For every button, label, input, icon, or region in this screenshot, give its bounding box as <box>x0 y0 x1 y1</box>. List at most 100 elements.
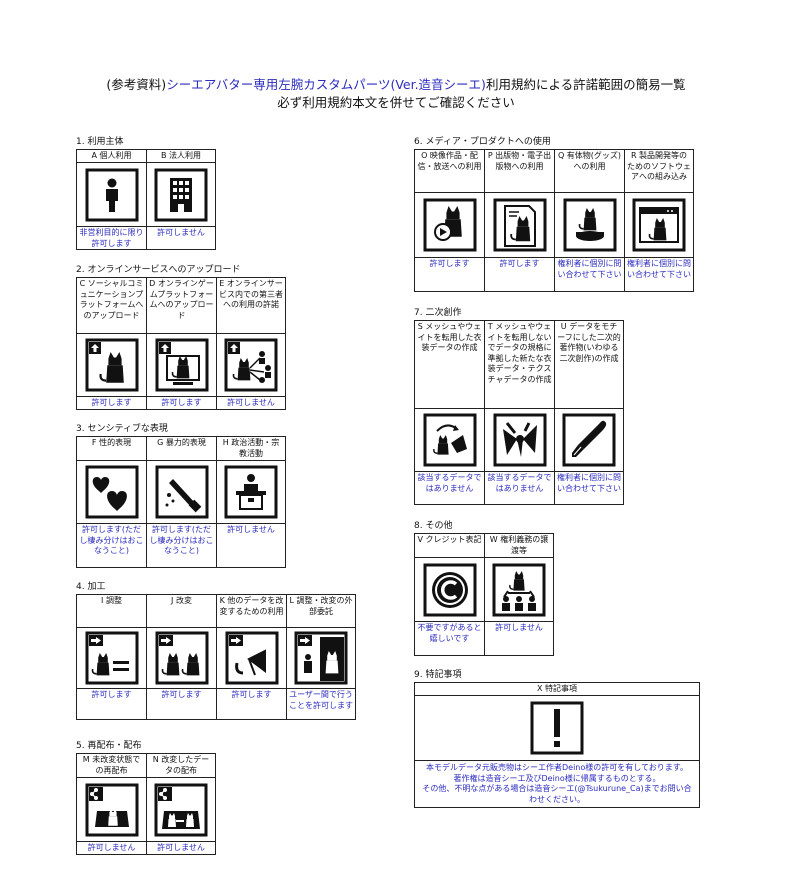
cell-new-outfit: T メッシュやウェイトを転用しないでデータの規格に準拠した新たな衣装データ・テク… <box>484 320 554 505</box>
cell-status: 許可します <box>161 398 202 407</box>
cell-game-upload: D オンラインゲームプラットフォームへのアップロード 許可します <box>146 277 216 410</box>
cell-header: Q 有体物(グッズ)への利用 <box>555 150 624 193</box>
redistribute-icon <box>77 778 146 842</box>
cell-status: 該当するデータではありません <box>417 473 482 493</box>
title-suffix: 利用規約による許諾範囲の簡易一覧 <box>485 77 686 92</box>
section-processing: 4. 加工 I 調整 許可します J 改変 許可します K 他のデータを改変する… <box>76 582 356 720</box>
podium-icon <box>217 461 285 524</box>
publication-icon <box>485 193 554 258</box>
cell-violent: G 暴力的表現 許可します(ただし棲み分けはおこなうこと) <box>146 436 216 568</box>
cell-distribute-modified: N 改変したデータの配布 許可しません <box>146 753 216 855</box>
cell-header: V クレジット表記 <box>415 534 484 558</box>
cell-status: 許可しません <box>227 398 275 407</box>
section-title: 2. オンラインサービスへのアップロード <box>76 265 241 275</box>
upload-monitor-icon <box>147 334 216 397</box>
section-title: 8. その他 <box>414 521 453 531</box>
section-special-notes: 9. 特記事項 X 特記事項 本モデルデータ元販売物はシーエ作者Deino様の許… <box>414 670 700 808</box>
cell-transfer: W 権利義務の譲渡等 許可しません <box>484 533 554 656</box>
adjust-icon <box>77 628 146 689</box>
cell-header: E オンラインサービス内での第三者への利用の許諾 <box>217 278 285 334</box>
section-title: 9. 特記事項 <box>414 670 462 680</box>
cell-header: O 映像作品・配信・放送への利用 <box>415 150 484 193</box>
cell-video: O 映像作品・配信・放送への利用 許可します <box>414 149 484 292</box>
cell-sexual: F 性的表現 許可します(ただし棲み分けはおこなうこと) <box>76 436 146 568</box>
title-product: シーエアバター専用左腕カスタムパーツ(Ver.造音シーエ) <box>166 77 486 92</box>
cell-header: F 性的表現 <box>77 437 146 461</box>
page-subtitle: 必ず利用規約本文を併せてご確認ください <box>0 94 792 112</box>
cell-header: A 個人利用 <box>77 150 146 163</box>
modify-icon <box>147 628 216 689</box>
section-usage-subject: 1. 利用主体 A 個人利用 非営利目的に限り許可します B 法人利用 許可しま… <box>76 137 216 250</box>
note-line: その他、不明な点がある場合は造音シーエ(@Tsukurune_Ca)までお問い合… <box>422 784 692 804</box>
cell-header: N 改変したデータの配布 <box>147 754 215 778</box>
note-line: 著作権は造音シーエ及びDeino様に帰属するものとする。 <box>453 773 661 783</box>
section-title: 6. メディア・プロダクトへの使用 <box>414 137 551 147</box>
cell-outsource: L 調整・改変の外部委託 ユーザー間で行うことを許可します <box>286 594 356 720</box>
cell-status: 許可します(ただし棲み分けはおこなうこと) <box>149 525 214 555</box>
section-title: 3. センシティブな表現 <box>76 424 168 434</box>
cell-software: R 製品開発等のためのソフトウェアへの組み込み 権利者に個別に問い合わせて下さい <box>624 149 694 292</box>
section-other: 8. その他 V クレジット表記 不要ですがあると嬉しいです W 権利義務の譲渡… <box>414 521 554 656</box>
note-line: 本モデルデータ元販売物はシーエ作者Deino様の許可を有しております。 <box>426 763 688 772</box>
cell-status: 非営利目的に限り許可します <box>79 228 144 248</box>
cell-header: J 改変 <box>147 595 216 628</box>
cell-status: ユーザー間で行うことを許可します <box>289 690 353 710</box>
cell-credit: V クレジット表記 不要ですがあると嬉しいです <box>414 533 484 656</box>
cell-third-party-license: E オンラインサービス内での第三者への利用の許諾 許可しません <box>216 277 286 410</box>
outsource-icon <box>287 628 355 689</box>
subtitle-text: 必ず利用規約本文を併せてご確認ください <box>277 95 515 110</box>
section-media-product: 6. メディア・プロダクトへの使用 O 映像作品・配信・放送への利用 許可します… <box>414 137 694 292</box>
cell-header: R 製品開発等のためのソフトウェアへの組み込み <box>625 150 693 193</box>
title-prefix: (参考資料) <box>106 77 167 92</box>
cell-status: 許可しません <box>157 843 205 852</box>
cell-status: 許可します <box>161 690 202 699</box>
cell-header: H 政治活動・宗教活動 <box>217 437 285 461</box>
cell-personal-use: A 個人利用 非営利目的に限り許可します <box>76 149 146 250</box>
cell-header: D オンラインゲームプラットフォームへのアップロード <box>147 278 216 334</box>
video-icon <box>415 193 484 258</box>
cell-header: W 権利義務の譲渡等 <box>485 534 553 558</box>
cell-status: 権利者に個別に問い合わせて下さい <box>557 259 622 279</box>
knife-icon <box>147 461 216 524</box>
section-title: 7. 二次創作 <box>414 308 462 318</box>
building-icon <box>147 163 215 227</box>
cell-header: L 調整・改変の外部委託 <box>287 595 355 628</box>
cell-header: K 他のデータを改変するための利用 <box>217 595 286 628</box>
cell-social-upload: C ソーシャルコミュニケーションプラットフォームへのアップロード 許可します <box>76 277 146 410</box>
cell-status: 許可します(ただし棲み分けはおこなうこと) <box>79 525 144 555</box>
cell-redistribute: M 未改変状態での再配布 許可しません <box>76 753 146 855</box>
cell-political: H 政治活動・宗教活動 許可しません <box>216 436 286 568</box>
transfer-icon <box>485 558 553 622</box>
texture-icon <box>485 409 554 472</box>
special-notes-text: 本モデルデータ元販売物はシーエ作者Deino様の許可を有しております。 著作権は… <box>415 761 699 807</box>
upload-cat-icon <box>77 334 146 397</box>
cell-derivative-work: U データをモチーフにした二次的著作物(いわゆる二次創作)の作成 権利者に個別に… <box>554 320 624 505</box>
cell-publication: P 出版物・電子出版物への利用 許可します <box>484 149 554 292</box>
cell-header: M 未改変状態での再配布 <box>77 754 146 778</box>
section-redistribution: 5. 再配布・配布 M 未改変状態での再配布 許可しません N 改変したデータの… <box>76 741 216 855</box>
copyright-icon <box>415 558 484 622</box>
brush-icon <box>555 409 623 472</box>
cell-status: 許可します <box>91 690 132 699</box>
section-sensitive: 3. センシティブな表現 F 性的表現 許可します(ただし棲み分けはおこなうこと… <box>76 424 286 568</box>
cell-status: 許可しません <box>87 843 136 852</box>
cell-status: 許可します <box>429 259 470 268</box>
section-online-upload: 2. オンラインサービスへのアップロード C ソーシャルコミュニケーションプラッ… <box>76 265 286 410</box>
cell-status: 不要ですがあると嬉しいです <box>417 623 482 643</box>
upload-share-icon <box>217 334 285 397</box>
cell-convert-outfit: S メッシュやウェイトを転用した衣装データの作成 該当するデータではありません <box>414 320 484 505</box>
cell-other-data: K 他のデータを改変するための利用 許可します <box>216 594 286 720</box>
cell-adjust: I 調整 許可します <box>76 594 146 720</box>
cell-status: 許可しません <box>227 525 275 534</box>
cell-status: 許可します <box>499 259 540 268</box>
exclamation-icon <box>415 696 699 761</box>
cell-status: 権利者に個別に問い合わせて下さい <box>627 259 691 279</box>
cell-header: T メッシュやウェイトを転用しないでデータの規格に準拠した新たな衣装データ・テク… <box>485 321 554 409</box>
cell-corporate-use: B 法人利用 許可しません <box>146 149 216 250</box>
cell-status: 該当するデータではありません <box>487 473 552 493</box>
cell-header: G 暴力的表現 <box>147 437 216 461</box>
hearts-icon <box>77 461 146 524</box>
section-title: 4. 加工 <box>76 582 106 592</box>
section-title: 1. 利用主体 <box>76 137 124 147</box>
goods-icon <box>555 193 624 258</box>
